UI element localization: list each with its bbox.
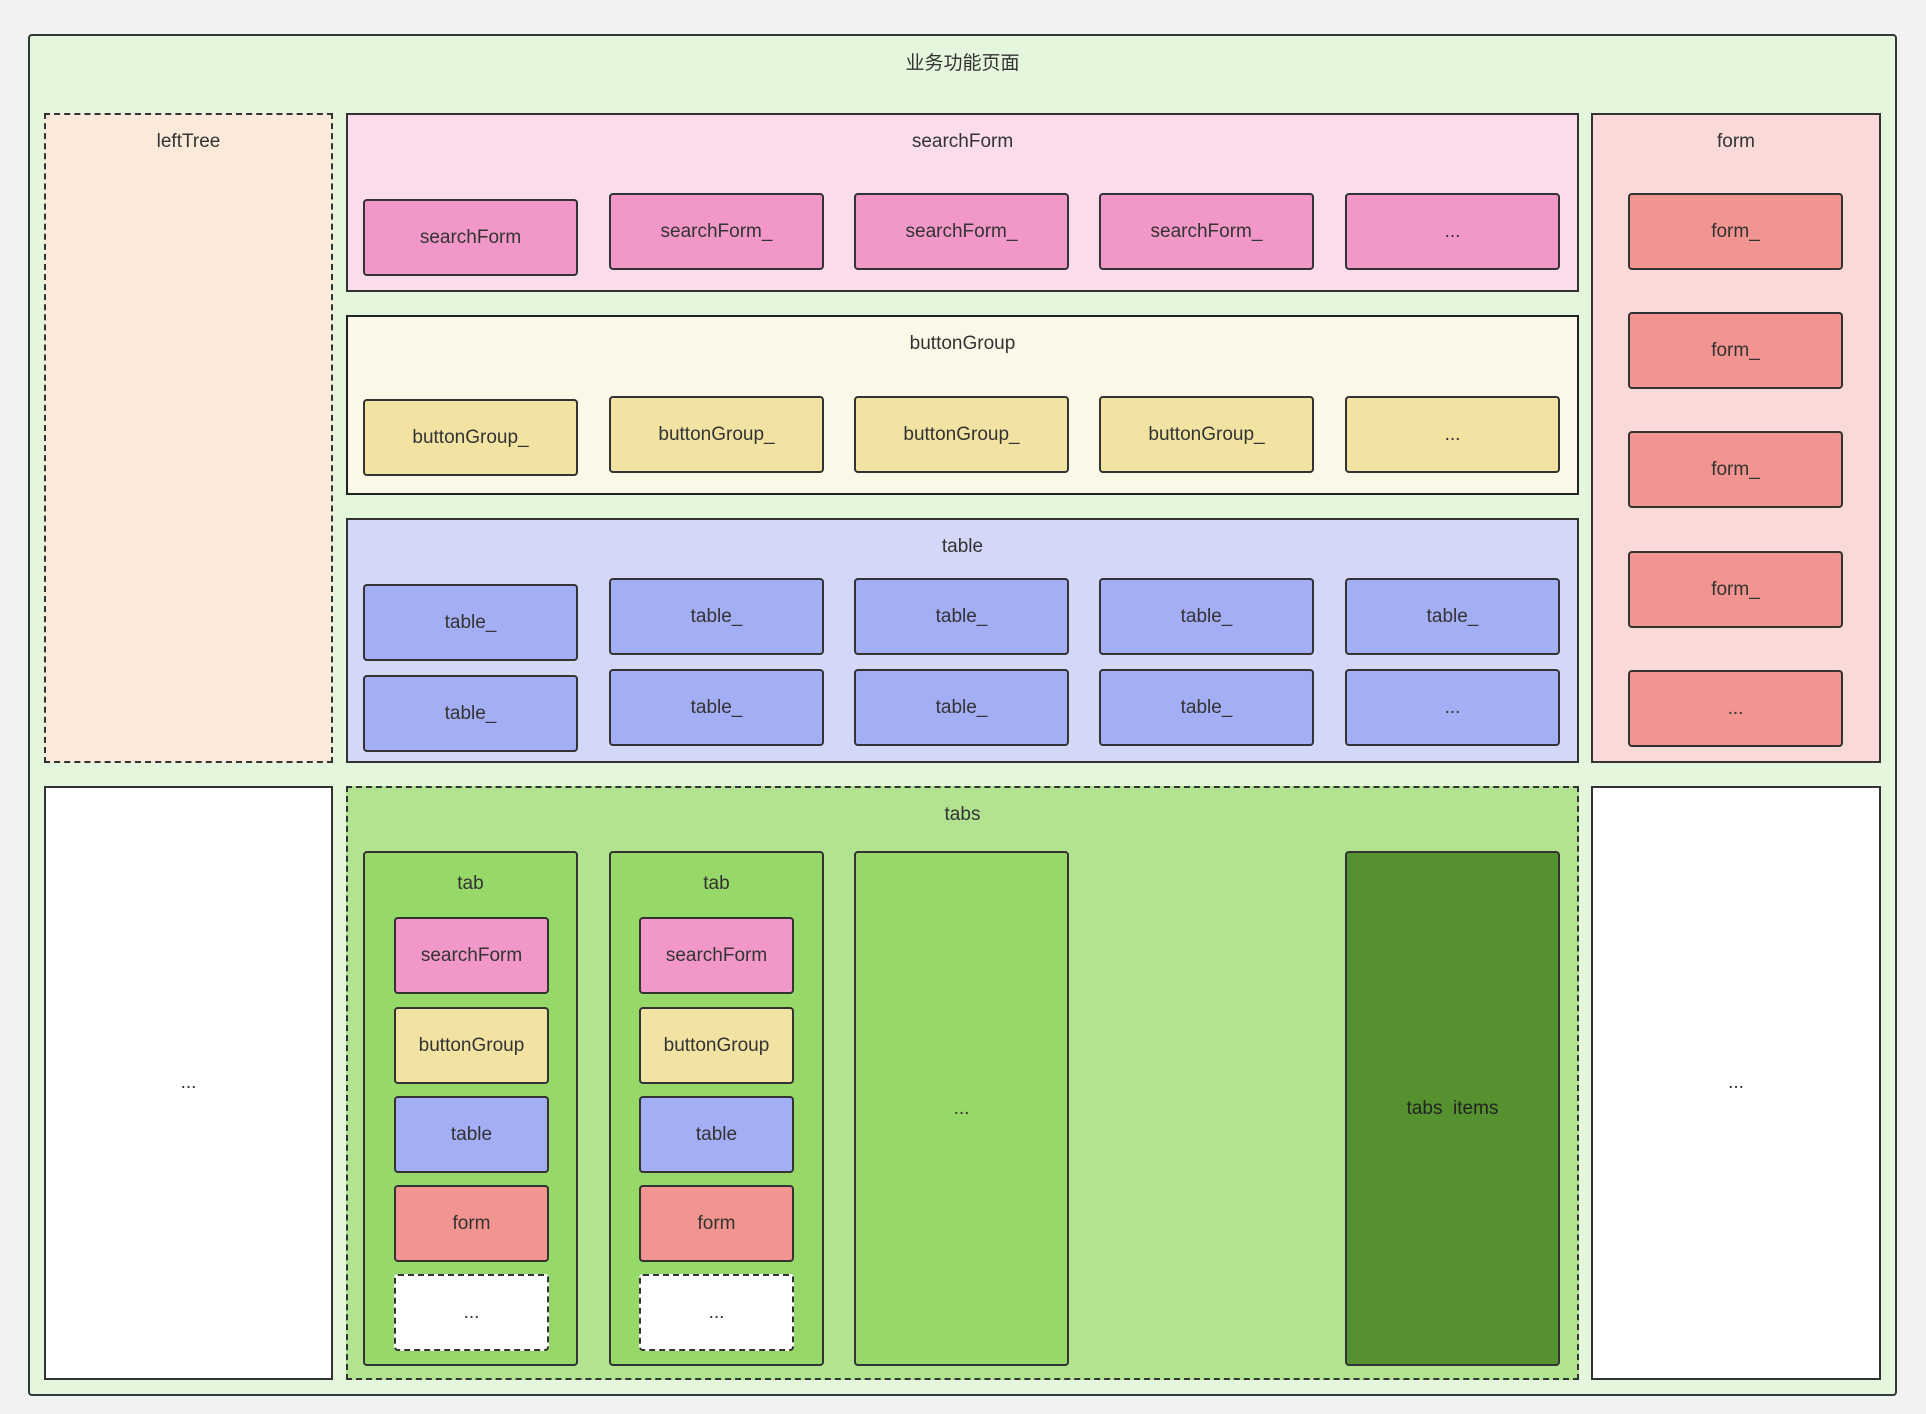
search-form-field[interactable]: searchForm_ — [1099, 193, 1314, 270]
table-cell[interactable]: table_ — [363, 675, 578, 752]
form-title: form — [1717, 131, 1755, 152]
form-field[interactable]: form_ — [1628, 431, 1843, 508]
left-tree-title: leftTree — [156, 131, 221, 152]
tab-2-search-form[interactable]: searchForm — [639, 917, 794, 994]
table-cell[interactable]: table_ — [1345, 578, 1560, 655]
tab-1-form[interactable]: form — [394, 1185, 549, 1262]
form-field[interactable]: form_ — [1628, 551, 1843, 628]
search-form-more[interactable]: ... — [1345, 193, 1560, 270]
table-cell[interactable]: table_ — [609, 578, 824, 655]
tab-more-ellipsis: ... — [953, 1097, 970, 1119]
tab-1-table[interactable]: table — [394, 1096, 549, 1173]
tab-2-table[interactable]: table — [639, 1096, 794, 1173]
tab-2-button-group[interactable]: buttonGroup — [639, 1007, 794, 1084]
search-form-field[interactable]: searchForm_ — [854, 193, 1069, 270]
table-title: table — [941, 536, 984, 557]
page-title: 业务功能页面 — [905, 53, 1020, 74]
table-cell[interactable]: table_ — [609, 669, 824, 746]
table-cell[interactable]: table_ — [1099, 578, 1314, 655]
tabs-title: tabs — [944, 804, 981, 825]
form-more[interactable]: ... — [1628, 670, 1843, 747]
tab-1-button-group[interactable]: buttonGroup — [394, 1007, 549, 1084]
bottom-left-ellipsis: ... — [180, 1072, 197, 1093]
table-cell[interactable]: table_ — [363, 584, 578, 661]
table-cell[interactable]: table_ — [854, 669, 1069, 746]
tabs-items-panel[interactable]: tabs items — [1345, 851, 1560, 1366]
bottom-left-placeholder: ... — [44, 786, 333, 1380]
button-group-button[interactable]: buttonGroup_ — [854, 396, 1069, 473]
button-group-more[interactable]: ... — [1345, 396, 1560, 473]
table-cell[interactable]: table_ — [1099, 669, 1314, 746]
button-group-button[interactable]: buttonGroup_ — [609, 396, 824, 473]
bottom-right-ellipsis: ... — [1728, 1072, 1744, 1093]
left-tree-panel: leftTree — [44, 113, 333, 763]
tab-2-form[interactable]: form — [639, 1185, 794, 1262]
tab-1-search-form[interactable]: searchForm — [394, 917, 549, 994]
tab-2-more[interactable]: ... — [639, 1274, 794, 1351]
table-more[interactable]: ... — [1345, 669, 1560, 746]
form-field[interactable]: form_ — [1628, 312, 1843, 389]
search-form-field[interactable]: searchForm_ — [609, 193, 824, 270]
tab-2-title: tab — [703, 873, 730, 894]
search-form-title: searchForm — [911, 131, 1014, 152]
form-field[interactable]: form_ — [1628, 193, 1843, 270]
tabs-items-label: tabs items — [1406, 1097, 1499, 1119]
tab-1-title: tab — [457, 873, 484, 894]
bottom-right-placeholder: ... — [1591, 786, 1881, 1380]
button-group-button[interactable]: buttonGroup_ — [363, 399, 578, 476]
table-cell[interactable]: table_ — [854, 578, 1069, 655]
button-group-button[interactable]: buttonGroup_ — [1099, 396, 1314, 473]
tab-1-more[interactable]: ... — [394, 1274, 549, 1351]
button-group-title: buttonGroup — [909, 333, 1016, 354]
tab-panel-more[interactable]: ... — [854, 851, 1069, 1366]
search-form-field[interactable]: searchForm — [363, 199, 578, 276]
